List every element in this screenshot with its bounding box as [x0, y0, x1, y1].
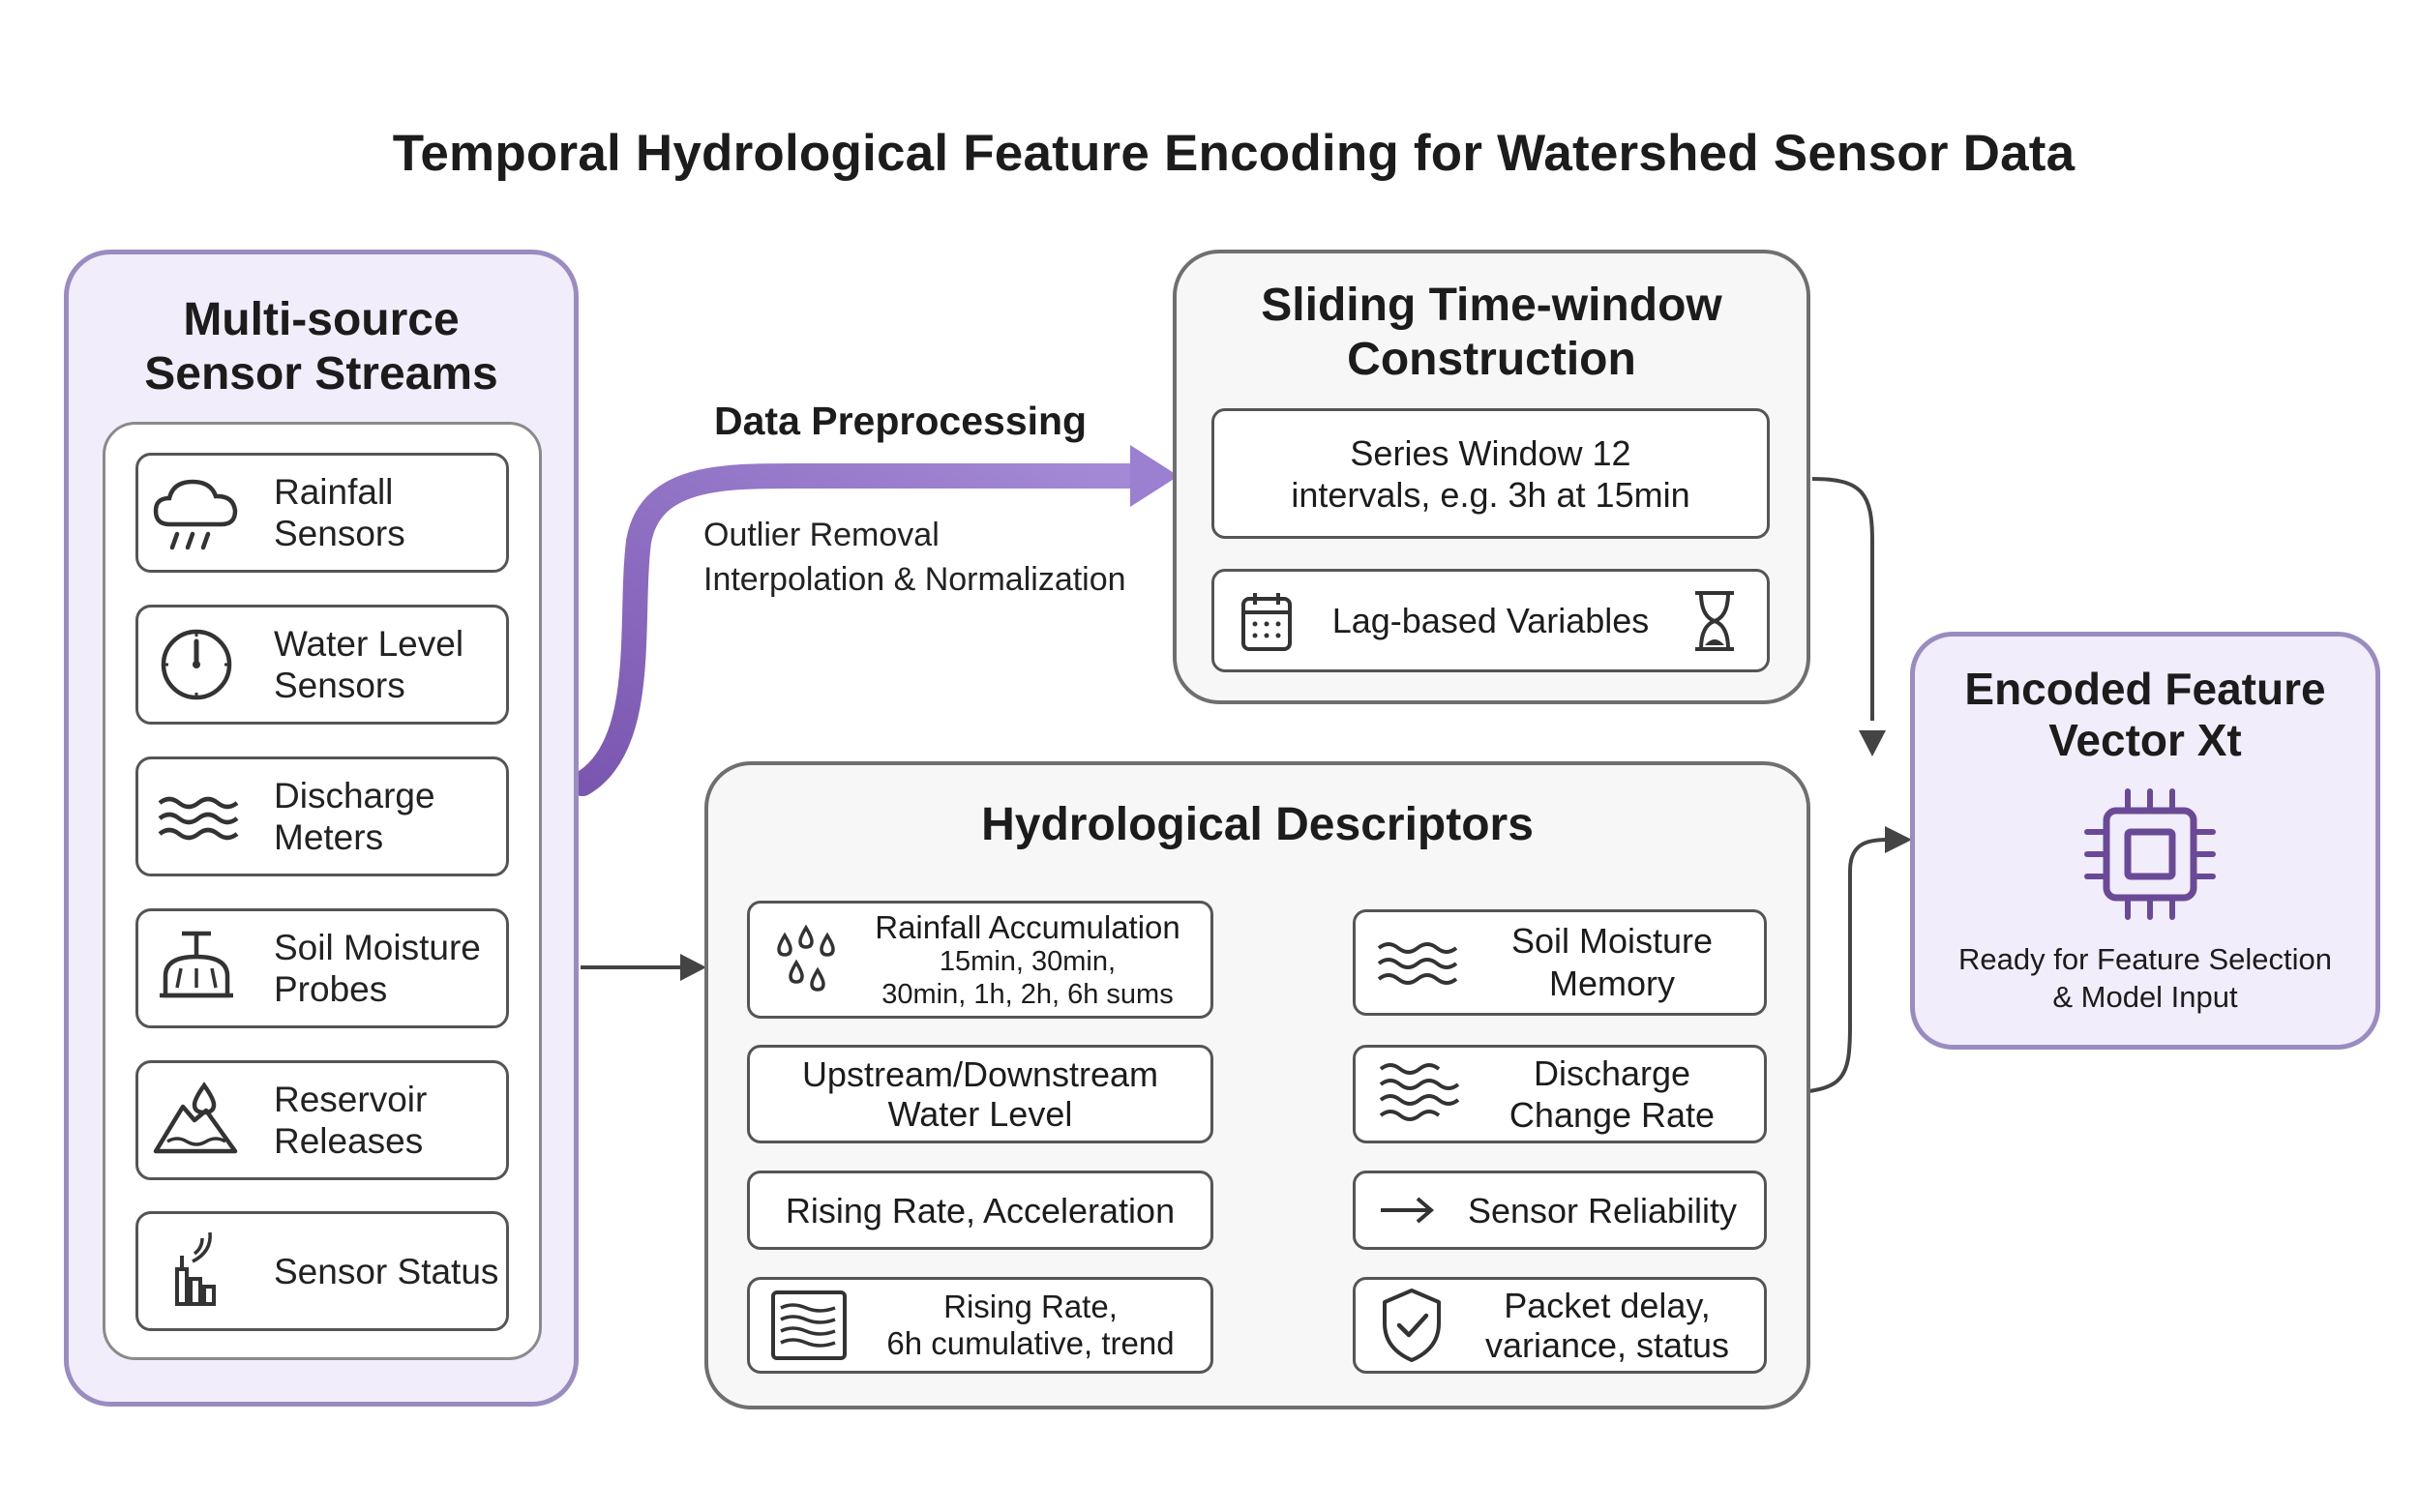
- time-window-heading: Sliding Time-window Construction: [1261, 280, 1722, 385]
- calendar-icon: [1241, 592, 1292, 651]
- source-card-reservoir[interactable]: Reservoir Releases: [135, 1060, 509, 1180]
- descriptor-packet-delay[interactable]: Packet delay, variance, status: [1353, 1277, 1767, 1374]
- descriptor-water-level[interactable]: Upstream/Downstream Water Level: [747, 1045, 1213, 1143]
- source-label: Sensor Status: [274, 1251, 499, 1291]
- preprocessing-step: Interpolation & Normalization: [703, 561, 1126, 598]
- soil-probe-icon: [160, 931, 233, 998]
- hourglass-icon: [1695, 590, 1734, 651]
- gauge-icon: [161, 629, 232, 700]
- lag-variables-label: Lag-based Variables: [1331, 601, 1650, 640]
- shield-check-icon: [1383, 1289, 1441, 1362]
- descriptor-soil-moisture-memory[interactable]: Soil Moisture Memory: [1353, 909, 1767, 1016]
- sensor-streams-heading: Multi-source Sensor Streams: [144, 294, 498, 400]
- descriptor-detail: 15min, 30min, 30min, 1h, 2h, 6h sums: [881, 945, 1174, 1010]
- rain-cloud-icon: [153, 479, 238, 550]
- reservoir-icon: [153, 1082, 238, 1154]
- preprocessing-heading: Data Preprocessing: [714, 399, 1088, 443]
- descriptor-title: Soil Moisture Memory: [1510, 921, 1714, 1003]
- descriptor-rising-rate-acceleration[interactable]: Rising Rate, Acceleration: [747, 1171, 1213, 1250]
- sensor-list-container: [103, 422, 542, 1360]
- descriptor-title: Rising Rate, 6h cumulative, trend: [886, 1289, 1175, 1361]
- source-card-discharge[interactable]: Discharge Meters: [135, 756, 509, 876]
- layers-icon: [771, 1290, 847, 1360]
- descriptor-title: Sensor Reliability: [1467, 1190, 1738, 1230]
- source-label: Rainfall Sensors: [274, 472, 405, 553]
- preprocessing-step: Outlier Removal: [703, 517, 940, 553]
- encoded-feature-heading: Encoded Feature Vector Xt: [1964, 664, 2326, 765]
- waves-icon: [1377, 942, 1458, 985]
- descriptor-title: Rainfall Accumulation: [875, 908, 1180, 945]
- source-card-sensor-status[interactable]: Sensor Status: [135, 1211, 509, 1331]
- encoded-feature-caption: Ready for Feature Selection & Model Inpu…: [1958, 942, 2332, 1014]
- descriptor-rainfall-accumulation[interactable]: Rainfall Accumulation 15min, 30min, 30mi…: [747, 901, 1213, 1019]
- source-label: Soil Moisture Probes: [274, 928, 481, 1009]
- chip-icon: [2084, 788, 2216, 920]
- source-label: Reservoir Releases: [274, 1080, 428, 1161]
- source-label: Water Level Sensors: [274, 624, 464, 705]
- descriptors-heading: Hydrological Descriptors: [981, 799, 1534, 850]
- preprocessing-flow-arrow: [570, 462, 1150, 796]
- descriptor-discharge-change-rate[interactable]: Discharge Change Rate: [1353, 1045, 1767, 1143]
- preprocessing-arrowhead: [1130, 445, 1179, 507]
- arrow-right-icon: [1381, 1197, 1435, 1224]
- encoded-feature-panel: Encoded Feature Vector Xt Ready for Feat…: [1910, 632, 2380, 1050]
- source-card-water-level[interactable]: Water Level Sensors: [135, 605, 509, 725]
- source-card-soil-moisture[interactable]: Soil Moisture Probes: [135, 908, 509, 1028]
- descriptor-title: Discharge Change Rate: [1508, 1053, 1716, 1135]
- source-label: Discharge Meters: [274, 776, 435, 857]
- descriptor-rising-rate-trend[interactable]: Rising Rate, 6h cumulative, trend: [747, 1277, 1213, 1374]
- raindrops-icon: [777, 924, 835, 992]
- source-card-rainfall[interactable]: Rainfall Sensors: [135, 453, 509, 573]
- page-title: Temporal Hydrological Feature Encoding f…: [392, 125, 2076, 182]
- lag-variables-box[interactable]: Lag-based Variables: [1211, 569, 1770, 672]
- descriptor-title: Packet delay, variance, status: [1484, 1286, 1730, 1365]
- descriptor-sensor-reliability[interactable]: Sensor Reliability: [1353, 1171, 1767, 1250]
- wave-stack-icon: [1379, 1063, 1460, 1121]
- waves-icon: [158, 796, 239, 841]
- series-window-box[interactable]: Series Window 12 intervals, e.g. 3h at 1…: [1211, 408, 1770, 539]
- signal-tower-icon: [175, 1231, 216, 1306]
